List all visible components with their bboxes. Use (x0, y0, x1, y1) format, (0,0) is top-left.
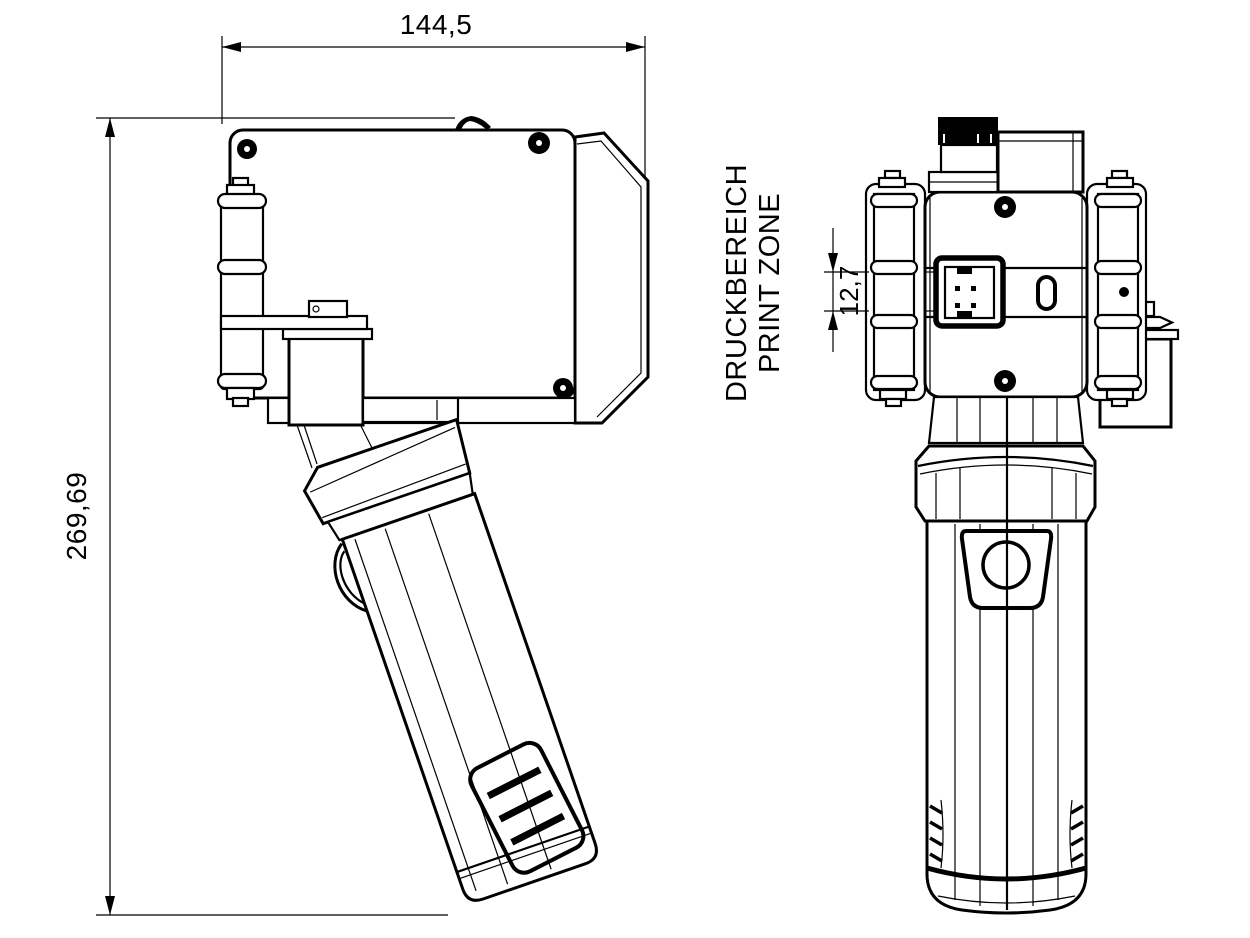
arrowhead-bottom (105, 896, 115, 915)
dim-width-value: 144,5 (400, 9, 473, 40)
grip-vents (468, 740, 586, 875)
screw (553, 378, 573, 398)
arrowhead-left (222, 42, 241, 52)
top-right-box (996, 130, 1085, 194)
side-handle (302, 417, 598, 902)
side-guide-roller (216, 176, 268, 408)
top-clip (455, 116, 491, 130)
dimension-height: 269,69 (61, 117, 455, 916)
top-connector (927, 117, 1085, 194)
front-left-roller (869, 169, 919, 408)
mount-bar (361, 396, 460, 424)
roller-body (219, 193, 265, 391)
grip-chevrons-right (1069, 799, 1084, 869)
screw (994, 370, 1016, 392)
arrowhead-right (626, 42, 645, 52)
handle-collar (302, 417, 472, 526)
arrowhead-top (105, 118, 115, 137)
print-zone-label-en: PRINT ZONE (754, 193, 786, 373)
print-zone-band (925, 255, 1087, 329)
front-handle (925, 398, 1088, 915)
data-connector-black (938, 117, 998, 145)
handle-body (340, 491, 598, 902)
dim-print-zone-value: 12,7 (834, 266, 864, 317)
dimension-print-zone: 12,7 (824, 228, 937, 352)
front-view: DRUCKBEREICH PRINT ZONE (721, 117, 1180, 915)
mount-arm (219, 314, 369, 331)
front-right-roller (1093, 169, 1143, 408)
dim-height-value: 269,69 (61, 472, 92, 561)
grip-chevrons-left (929, 799, 944, 869)
mount-plate (281, 327, 374, 341)
cartridge-face (943, 265, 996, 320)
oval-slot (1036, 275, 1057, 311)
mount-block (307, 299, 349, 319)
side-view: 144,5 269,69 (61, 9, 650, 916)
side-mount-bracket (219, 299, 460, 427)
arrowhead-up (828, 311, 838, 330)
print-zone-label-de: DRUCKBEREICH (721, 164, 753, 402)
pin-dot (1119, 287, 1129, 297)
rear-chamfer-cover (573, 131, 650, 425)
screw (528, 132, 550, 154)
front-collar (914, 444, 1097, 523)
dimension-width: 144,5 (221, 9, 646, 181)
trigger-side (333, 542, 368, 613)
screw (237, 139, 257, 159)
mount-box (287, 330, 365, 427)
arrowhead-down (828, 253, 838, 272)
head-housing (228, 128, 577, 400)
screw (994, 196, 1016, 218)
